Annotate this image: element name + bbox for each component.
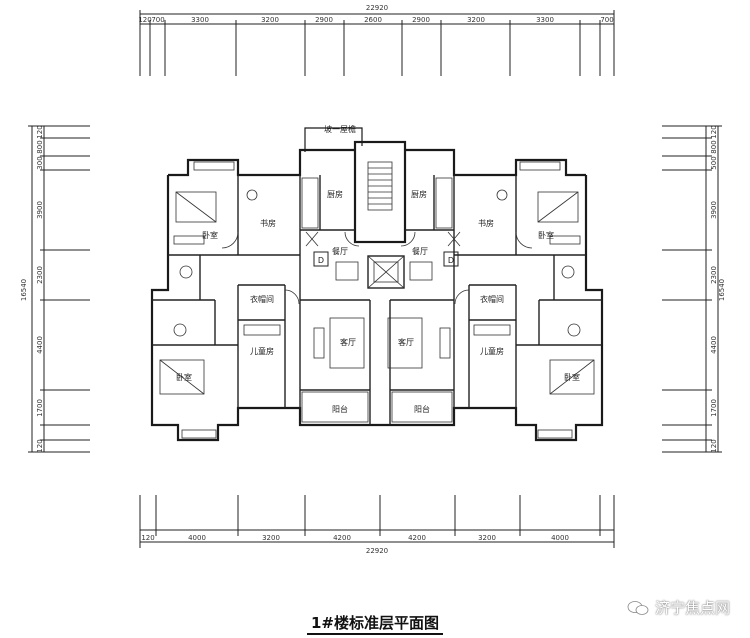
exterior-walls	[150, 127, 604, 442]
right-dim-1: 800	[710, 140, 718, 153]
watermark-text: 济宁焦点网	[654, 599, 730, 617]
right-dim-3: 3900	[710, 201, 718, 219]
bottom-total-dim: 22920	[366, 547, 388, 555]
right-dimension-labels: 16540 120 800 500 3900 2300 4400 1700 12…	[710, 125, 726, 452]
room-label-dining-right: 餐厅	[412, 247, 428, 256]
bottom-dim-4: 4200	[408, 534, 426, 542]
top-dimension-chain	[139, 10, 615, 76]
top-dim-8: 3300	[536, 16, 554, 24]
right-dim-2: 500	[710, 156, 718, 169]
left-dimension-labels: 16540 120 800 300 3900 2300 4400 1700 12…	[20, 125, 44, 452]
left-dim-3: 3900	[36, 201, 44, 219]
top-dim-1: 700	[151, 16, 164, 24]
room-label-balcony-right: 阳台	[414, 404, 430, 414]
top-dim-7: 3200	[467, 16, 485, 24]
left-dimension-chain	[28, 125, 90, 453]
d-label-left: D	[318, 256, 324, 265]
left-dim-7: 120	[36, 439, 44, 452]
d-marker-right	[443, 251, 459, 267]
bottom-dim-1: 4000	[188, 534, 206, 542]
fixtures	[159, 161, 595, 439]
left-dim-6: 1700	[36, 399, 44, 417]
right-total-dim: 16540	[718, 279, 726, 301]
d-label-right: D	[448, 256, 454, 265]
room-label-kitchen-left: 厨房	[327, 189, 343, 199]
room-label-kitchen-right: 厨房	[411, 189, 427, 199]
top-dim-9: 700	[600, 16, 613, 24]
bottom-dimension-chain	[139, 495, 615, 548]
bottom-dim-2: 3200	[262, 534, 280, 542]
plan-title: 1#楼标准层平面图	[0, 612, 750, 635]
top-total-dim: 22920	[366, 4, 388, 12]
room-label-dining-left: 餐厅	[332, 247, 348, 256]
room-label-master-bedroom-right: 卧室	[538, 230, 554, 240]
left-dim-1: 800	[36, 140, 44, 153]
room-label-bedroom-left: 卧室	[176, 372, 192, 382]
left-dim-2: 300	[36, 156, 44, 169]
left-total-dim: 16540	[20, 279, 28, 301]
top-dimension-labels: 22920 120 700 3300 3200 2900 2600 2900 3…	[138, 4, 613, 24]
left-dim-5: 4400	[36, 336, 44, 354]
top-dim-5: 2600	[364, 16, 382, 24]
top-dim-2: 3300	[191, 16, 209, 24]
d-marker-left	[313, 251, 329, 267]
top-dim-6: 2900	[412, 16, 430, 24]
bottom-dim-3: 4200	[333, 534, 351, 542]
right-dim-0: 120	[710, 125, 718, 138]
room-label-children-left: 儿童房	[250, 346, 274, 356]
room-label-walkin-left: 衣帽间	[250, 294, 274, 304]
interior-walls	[152, 175, 602, 425]
roof-note: 坡一屋檐	[324, 124, 356, 134]
left-dim-0: 120	[36, 125, 44, 138]
watermark: 济宁焦点网	[627, 597, 730, 618]
right-dim-6: 1700	[710, 399, 718, 417]
bottom-dim-6: 4000	[551, 534, 569, 542]
bottom-dimension-labels: 22920 120 4000 3200 4200 4200 3200 4000	[141, 534, 569, 555]
left-dim-4: 2300	[36, 266, 44, 284]
room-label-balcony-left: 阳台	[332, 404, 348, 414]
room-labels: 坡一屋檐 卧室 卧室 书房 书房 厨房 厨房 衣帽间 衣帽间 儿童房 儿童房 卧…	[176, 124, 580, 414]
right-dim-7: 120	[710, 439, 718, 452]
room-label-study-left: 书房	[260, 218, 276, 228]
room-label-children-right: 儿童房	[480, 346, 504, 356]
right-dimension-chain	[662, 125, 722, 453]
top-dim-3: 3200	[261, 16, 279, 24]
room-label-master-bedroom-left: 卧室	[202, 230, 218, 240]
right-dim-4: 2300	[710, 266, 718, 284]
top-dim-4: 2900	[315, 16, 333, 24]
room-label-walkin-right: 衣帽间	[480, 294, 504, 304]
room-label-bedroom-right: 卧室	[564, 372, 580, 382]
room-label-living-left: 客厅	[340, 337, 356, 347]
right-dim-5: 4400	[710, 336, 718, 354]
wechat-icon	[627, 600, 649, 615]
room-label-living-right: 客厅	[398, 337, 414, 347]
bottom-dim-5: 3200	[478, 534, 496, 542]
room-label-study-right: 书房	[478, 218, 494, 228]
top-dim-0: 120	[138, 16, 151, 24]
bottom-dim-0: 120	[141, 534, 154, 542]
plan-title-text: 1#楼标准层平面图	[306, 614, 443, 635]
